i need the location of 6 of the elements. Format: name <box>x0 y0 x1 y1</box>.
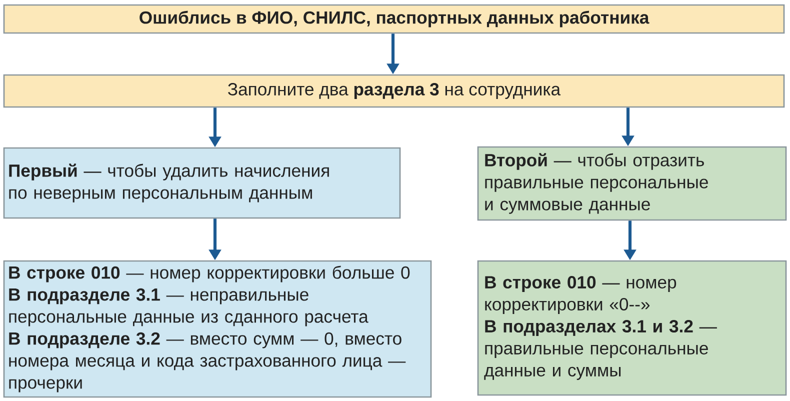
text-box: Первый — чтобы удалить начисления по неверным персональным данным <box>3 147 401 219</box>
text-box: Второй — чтобы отразить правильные персональные и суммовые данные <box>477 146 787 221</box>
text-box: В строке 010 — номер корректировки больше 0 В подразделе 3.1 — неправильные персональные данные из сданного расчета В подразделе 3.2 — вместо сумм — 0, вместо номера месяца и кода застрахованного лица — прочерки <box>3 260 432 398</box>
banner-box: Ошиблись в ФИО, СНИЛС, паспортных данных работника <box>3 4 785 34</box>
banner-box: Заполните два раздела 3 на сотрудника <box>3 74 785 108</box>
text-box: В строке 010 — номер корректировки «0--» В подразделах 3.1 и 3.2 — правильные персональные данные и суммы <box>477 260 787 396</box>
